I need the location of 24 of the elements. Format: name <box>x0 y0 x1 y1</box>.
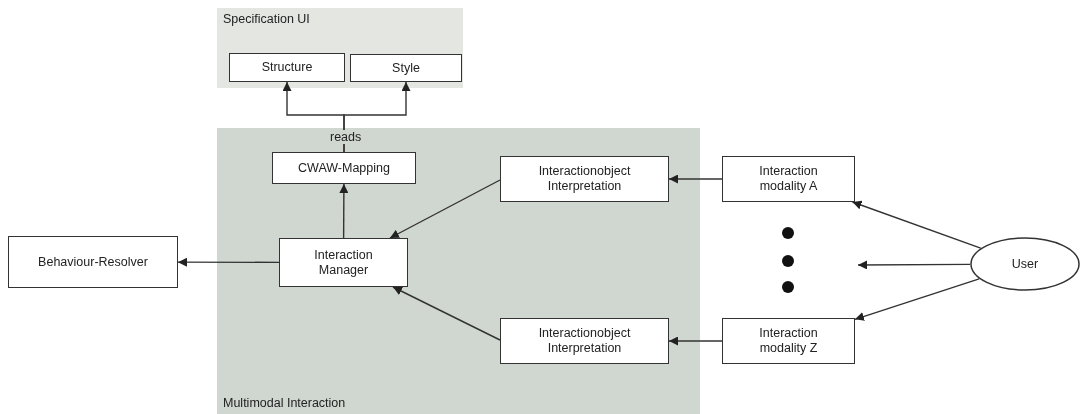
process-box: Interaction modality Z <box>722 318 855 364</box>
actor-label: User <box>1011 257 1039 271</box>
process-box: CWAW-Mapping <box>272 152 416 184</box>
arrow <box>668 336 723 346</box>
group-heading: Specification UI <box>223 12 310 26</box>
arrow <box>389 179 501 239</box>
arrow <box>343 81 411 153</box>
arrow <box>857 260 971 270</box>
arrow <box>177 257 280 267</box>
process-box: Interactionobject Interpretation <box>500 318 669 364</box>
process-box: Interaction Manager <box>279 238 408 287</box>
arrow <box>339 183 349 239</box>
process-box: Behaviour-Resolver <box>8 236 178 288</box>
process-box: Structure <box>229 53 345 82</box>
group-panel <box>217 8 463 88</box>
arrow <box>851 200 982 249</box>
group-heading: Multimodal Interaction <box>223 396 346 410</box>
arrow <box>854 278 980 321</box>
process-box: Interaction modality A <box>722 156 855 202</box>
arrow <box>392 286 501 341</box>
arrow <box>668 174 723 184</box>
process-box: Interactionobject Interpretation <box>500 156 669 202</box>
process-box: Style <box>350 54 462 82</box>
group-panel <box>217 128 700 414</box>
